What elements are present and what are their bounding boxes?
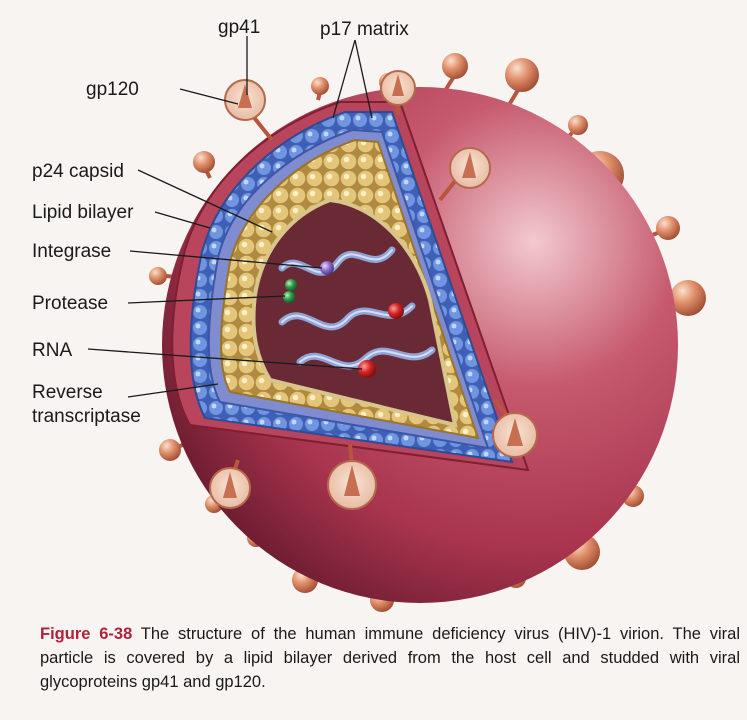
protease-molecule: [283, 291, 295, 303]
label-p17-matrix: p17 matrix: [320, 19, 409, 40]
gp120-spike: [311, 77, 329, 101]
label-rna: RNA: [32, 340, 72, 361]
gp120-cutaway-spikes: [209, 70, 538, 510]
caption-text: The structure of the human immune defici…: [40, 625, 741, 691]
label-reverse-transcriptase-line2: transcriptase: [32, 406, 141, 427]
reverse-transcriptase-molecule: [358, 360, 376, 378]
hiv-virion-diagram: gp41 p17 matrix gp120 p24 capsid Lipid b…: [32, 17, 706, 612]
label-p24-capsid: p24 capsid: [32, 161, 124, 182]
figure-number: Figure 6-38: [40, 625, 133, 643]
label-reverse-transcriptase-line1: Reverse: [32, 382, 103, 403]
reverse-transcriptase-molecule: [388, 303, 404, 319]
label-protease: Protease: [32, 293, 108, 314]
label-gp41: gp41: [218, 17, 260, 38]
leader-lines: [87, 36, 373, 398]
label-lipid-bilayer: Lipid bilayer: [32, 202, 134, 223]
figure-caption: Figure 6-38 The structure of the human i…: [40, 622, 740, 694]
protease-molecule: [285, 279, 297, 291]
label-gp120: gp120: [86, 79, 139, 100]
integrase-molecule: [320, 261, 334, 275]
label-integrase: Integrase: [32, 241, 111, 262]
gp120-spike: [193, 151, 215, 179]
